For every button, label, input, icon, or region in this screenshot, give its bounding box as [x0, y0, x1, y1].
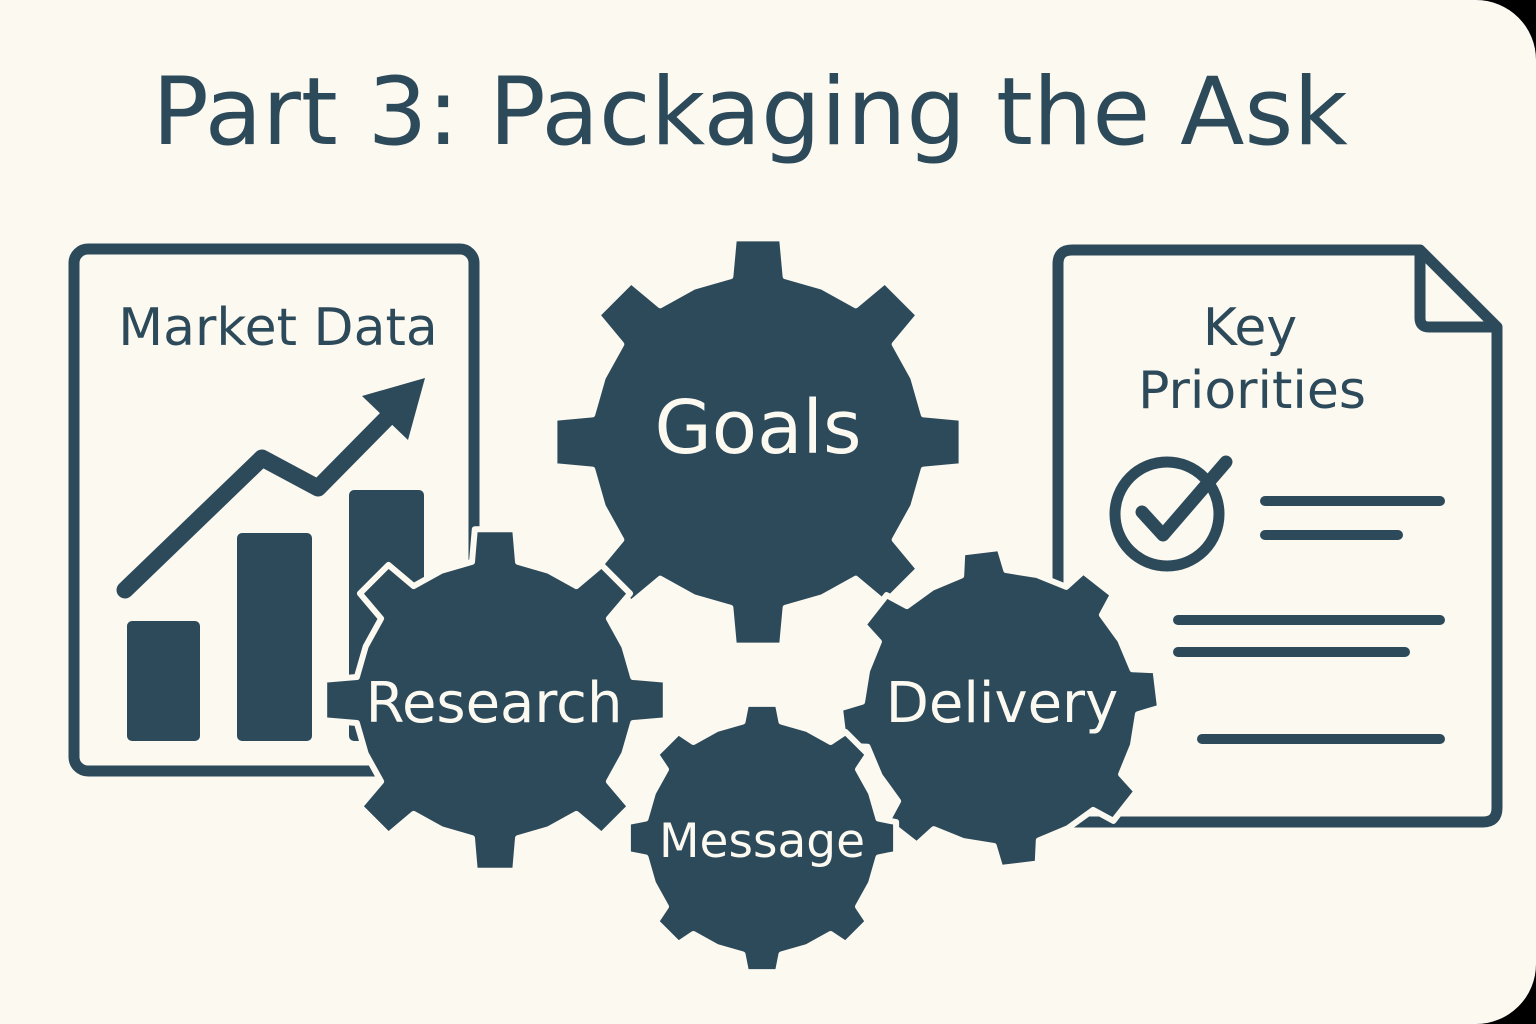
key-priorities-label-line2: Priorities	[1138, 361, 1366, 421]
gear-goals	[551, 235, 965, 649]
document-fold	[1414, 250, 1497, 333]
check-circle-icon	[1109, 455, 1233, 572]
gears-layer	[321, 235, 1163, 976]
gear-label-message: Message	[659, 814, 865, 869]
key-priorities-label-line1: Key	[1203, 298, 1297, 358]
gear-message	[624, 700, 900, 976]
checklist-lines	[1173, 496, 1445, 744]
market-data-frame	[68, 243, 480, 777]
market-data-panel: Market Data	[68, 243, 480, 777]
market-data-label: Market Data	[118, 298, 437, 358]
gear-label-goals: Goals	[654, 385, 861, 471]
chart-bar-2	[237, 533, 312, 741]
check-circle	[1109, 456, 1225, 572]
gear-research	[321, 526, 669, 874]
gear-label-research: Research	[366, 671, 623, 736]
check-mark	[1135, 455, 1233, 542]
chart-bar-1	[127, 621, 200, 741]
key-priorities-panel: Key Priorities	[1052, 244, 1503, 828]
gear-delivery	[837, 545, 1163, 871]
page-title: Part 3: Packaging the Ask	[152, 58, 1348, 167]
trend-arrowhead	[362, 378, 425, 440]
gear-label-delivery: Delivery	[886, 671, 1118, 736]
trend-line	[116, 406, 399, 599]
